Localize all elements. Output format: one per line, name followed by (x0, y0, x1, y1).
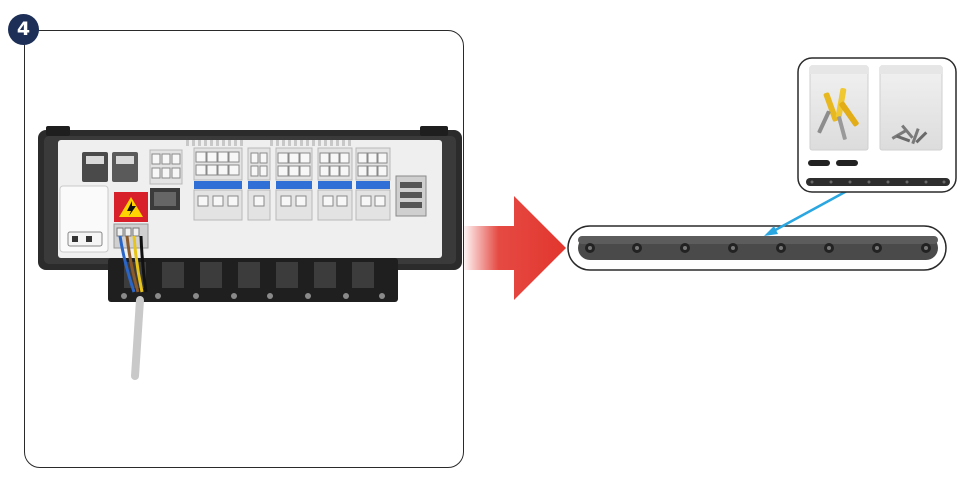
terminal-column (247, 147, 271, 221)
terminal-column (355, 147, 391, 221)
mounting-rail (567, 225, 947, 271)
pointer-line (764, 184, 857, 236)
spacer (808, 160, 830, 166)
rail-holes (585, 243, 931, 253)
terminal-column (149, 149, 183, 185)
rail-callout-outline (567, 225, 947, 271)
kit-contents-inset (797, 57, 957, 193)
terminal-blocks (149, 147, 391, 221)
spacer (836, 160, 858, 166)
terminal-column (275, 147, 313, 221)
terminal-column (317, 147, 353, 221)
wall-plugs-bag (809, 65, 869, 151)
terminal-column (193, 147, 243, 221)
step-number-badge: 4 (8, 14, 39, 45)
screws-bag (879, 65, 943, 151)
power-cable (131, 296, 144, 380)
wiring-centre-device (38, 126, 462, 380)
small-rail (806, 178, 950, 186)
red-right-arrow-icon (462, 196, 566, 300)
